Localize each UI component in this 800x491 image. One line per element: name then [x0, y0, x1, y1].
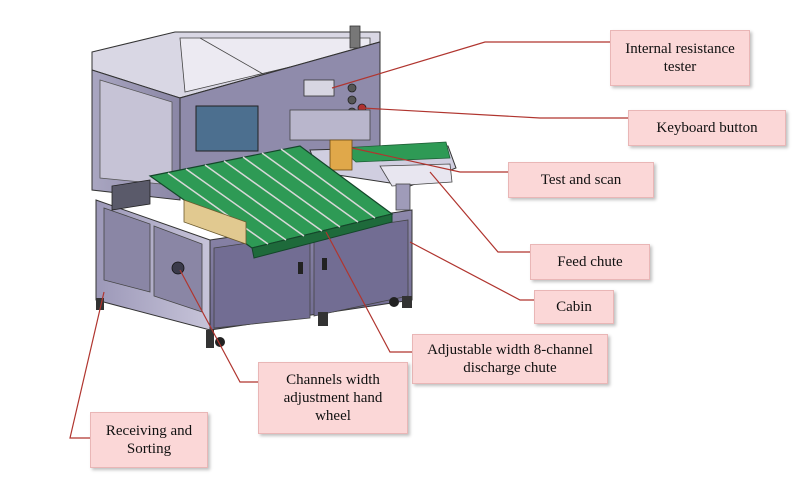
signal-light-icon	[349, 25, 361, 49]
display-screen	[195, 105, 259, 152]
leader-handwheel	[179, 269, 258, 383]
callout-receiving-and-sorting: Receiving and Sorting	[90, 412, 208, 468]
leader-feed-chute	[429, 171, 530, 253]
scanner-unit	[329, 139, 353, 171]
leader-internal-resistance	[331, 41, 610, 89]
door-handle-icon	[322, 258, 327, 270]
machine-roof	[91, 25, 381, 99]
callout-channels-width-handwheel: Channels width adjustment hand wheel	[258, 362, 408, 434]
feed-chute	[309, 139, 457, 211]
discharge-chute	[111, 145, 394, 259]
leader-discharge	[325, 231, 412, 353]
callout-adjustable-discharge-chute: Adjustable width 8-channel discharge chu…	[412, 334, 608, 384]
collection-box	[183, 199, 247, 245]
door-handle-icon	[298, 262, 303, 274]
leader-receiving	[69, 291, 105, 439]
callout-cabin: Cabin	[534, 290, 614, 324]
callout-test-and-scan: Test and scan	[508, 162, 654, 198]
callout-keyboard-button: Keyboard button	[628, 110, 786, 146]
callout-feed-chute: Feed chute	[530, 244, 650, 280]
callout-internal-resistance-tester: Internal resistance tester	[610, 30, 750, 86]
tester-display	[303, 79, 335, 97]
leader-cabin	[409, 241, 534, 301]
hand-wheel-icon	[171, 261, 185, 275]
leader-keyboard	[361, 107, 628, 119]
leader-test-scan	[351, 147, 508, 173]
leader-lines	[69, 41, 628, 439]
receiving-motor	[111, 179, 151, 211]
